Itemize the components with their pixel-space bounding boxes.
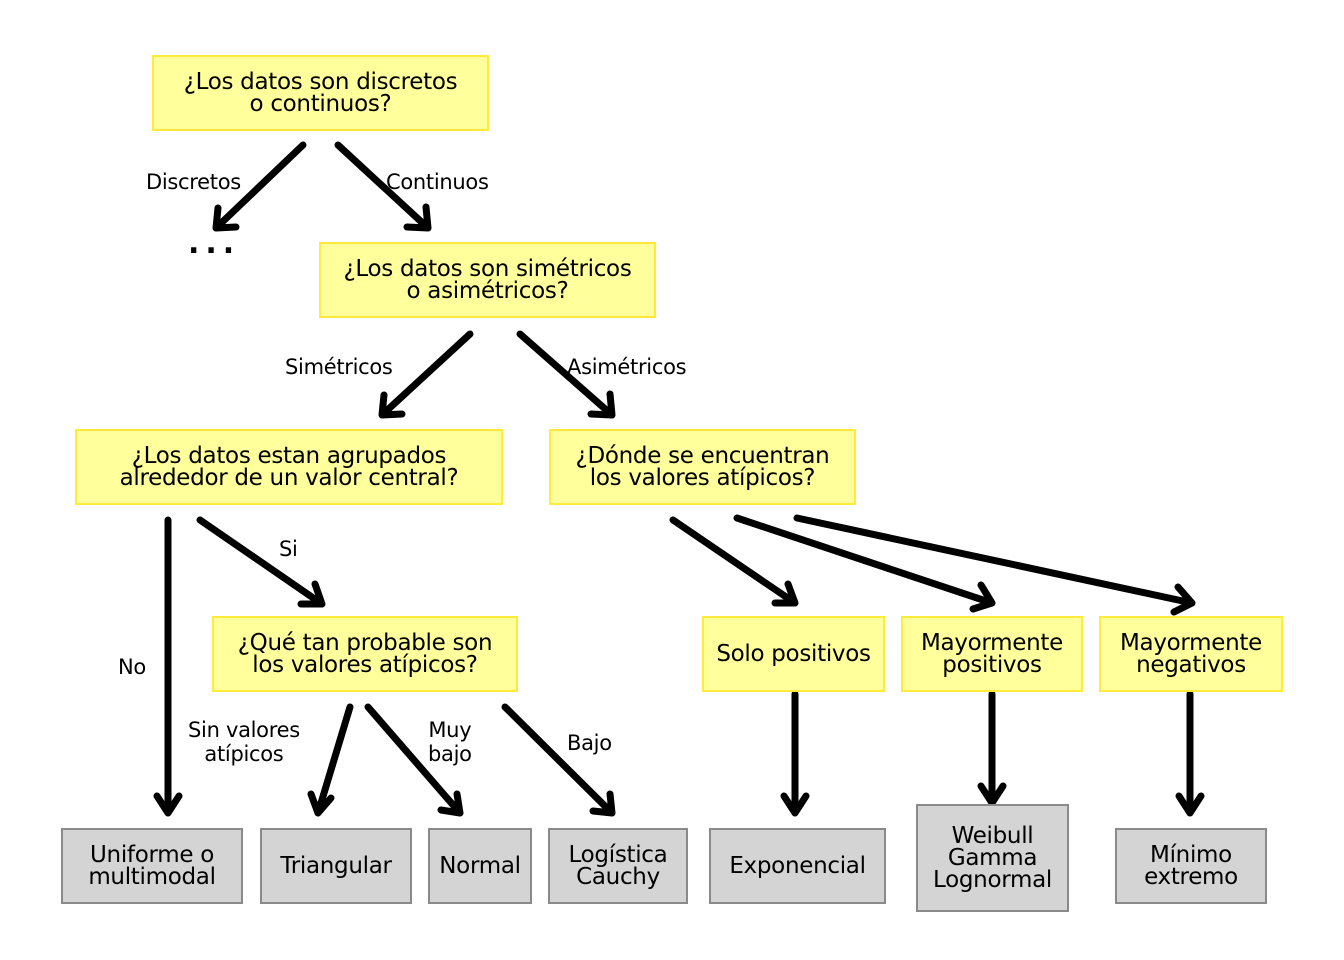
arrow-dondes-maypos xyxy=(733,514,996,613)
question-outliers-location: ¿Dónde se encuentran los valores atípico… xyxy=(549,429,856,505)
arrow-exponencial xyxy=(780,690,810,817)
question-outlier-probability: ¿Qué tan probable son los valores atípic… xyxy=(212,616,518,692)
question-clustered-central: ¿Los datos estan agrupados alrededor de … xyxy=(75,429,503,505)
arrow-discretos xyxy=(212,141,307,232)
result-normal: Normal xyxy=(428,828,532,904)
result-triangular: Triangular xyxy=(260,828,412,904)
edge-label-sin-valores: Sin valores atípicos xyxy=(188,718,300,766)
arrow-asimetricos xyxy=(516,330,616,419)
edge-label-si: Si xyxy=(279,537,298,561)
edge-label-bajo: Bajo xyxy=(567,731,612,755)
arrow-muy-bajo xyxy=(364,703,464,817)
arrow-sin-valores xyxy=(307,703,354,817)
edge-label-continuos: Continuos xyxy=(386,170,489,194)
arrow-minimo xyxy=(1175,690,1205,817)
result-weibull: Weibull Gamma Lognormal xyxy=(916,804,1069,912)
edge-label-discretos: Discretos xyxy=(146,170,241,194)
result-logistica: Logística Cauchy xyxy=(548,828,688,904)
result-minimo: Mínimo extremo xyxy=(1115,828,1267,904)
arrow-dondes-mayneg xyxy=(793,514,1196,616)
arrow-simetricos xyxy=(378,330,474,419)
edge-label-muy-bajo: Muy bajo xyxy=(428,718,472,766)
edge-label-simetricos: Simétricos xyxy=(285,355,393,379)
arrow-si xyxy=(196,516,326,608)
arrow-weibull xyxy=(977,690,1007,807)
arrow-continuos xyxy=(334,141,432,232)
arrow-bajo xyxy=(501,703,616,817)
question-discrete-continuous: ¿Los datos son discretos o continuos? xyxy=(152,55,489,131)
result-uniforme: Uniforme o multimodal xyxy=(61,828,243,904)
question-symmetric-asymmetric: ¿Los datos son simétricos o asimétricos? xyxy=(319,242,656,318)
category-mayormente-positivos: Mayormente positivos xyxy=(901,616,1083,692)
category-mayormente-negativos: Mayormente negativos xyxy=(1099,616,1283,692)
edge-label-no: No xyxy=(118,655,146,679)
arrow-dondes-pos xyxy=(669,516,799,607)
arrow-no xyxy=(153,516,183,817)
result-exponencial: Exponencial xyxy=(709,828,886,904)
edge-label-asimetricos: Asimétricos xyxy=(567,355,687,379)
edge-label-ellipsis: ... xyxy=(188,226,241,261)
category-solo-positivos: Solo positivos xyxy=(702,616,885,692)
